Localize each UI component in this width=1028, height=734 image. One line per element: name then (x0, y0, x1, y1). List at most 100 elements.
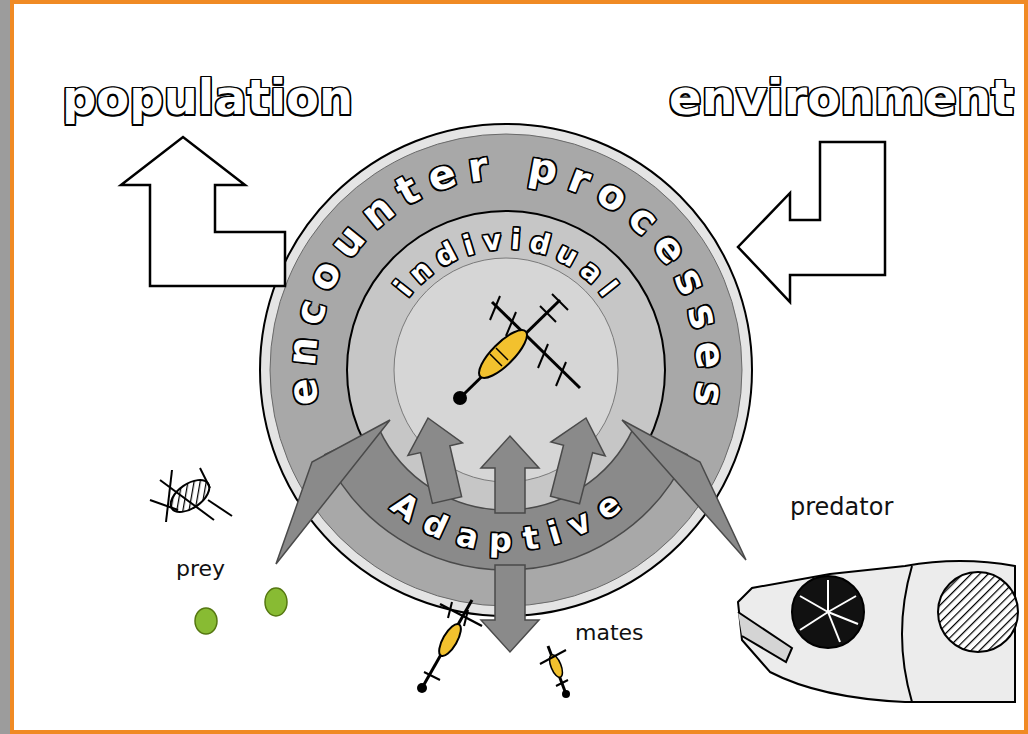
antenna-tick (448, 602, 452, 618)
curved-letter: c (622, 196, 666, 242)
mate-copepod (540, 646, 570, 698)
curved-letter: v (481, 226, 502, 256)
curved-letter: r (563, 156, 596, 200)
prey-leg (208, 500, 232, 516)
curved-letter: p (489, 524, 513, 557)
curved-letter: d (430, 238, 461, 272)
curved-letter: d (526, 228, 553, 260)
curved-letter: a (575, 255, 608, 289)
curved-letter: a (453, 518, 481, 554)
environment-arrow (738, 142, 885, 302)
mate-antenna (440, 604, 482, 626)
copepod-dot (562, 690, 570, 698)
prey-body (165, 474, 215, 519)
fish-jaw (738, 612, 792, 662)
curved-letter: e (646, 225, 694, 271)
curved-letter: A (386, 487, 425, 527)
antenna-tick (506, 312, 516, 336)
node-outline (346, 210, 666, 530)
eye-spoke (828, 612, 858, 624)
curved-letter: d (419, 506, 453, 545)
population-label: population (62, 70, 353, 125)
predator-label: predator (790, 494, 893, 522)
copepod-dot (417, 683, 427, 693)
curved-letter: n (281, 335, 324, 367)
prey-cell (195, 608, 217, 634)
adaptive-arrow (481, 436, 539, 513)
curved-letter: t (390, 168, 426, 212)
curved-letter: n (353, 186, 400, 235)
antenna-tick (538, 344, 548, 368)
individual-copepod (453, 294, 580, 405)
curved-letter: u (552, 238, 583, 272)
antenna-tick (464, 610, 468, 626)
adaptive-arrow (550, 418, 605, 504)
prey-leg (160, 480, 214, 520)
antenna-tick (490, 296, 500, 320)
adaptive-arrow (622, 420, 746, 560)
prey-copepod (150, 468, 232, 522)
curved-letter: u (323, 217, 372, 264)
encounter-ring: encounter processesindividualAdaptive (258, 122, 754, 618)
curved-letter: i (460, 231, 477, 261)
tail-tick (540, 306, 556, 322)
adaptive-arrow (276, 420, 390, 564)
curved-letter: l (594, 277, 622, 302)
curved-letter: r (465, 146, 490, 188)
body-stripe (496, 348, 508, 360)
curved-letter: i (545, 516, 565, 550)
curved-letter: s (681, 299, 726, 332)
individual-core (394, 258, 618, 482)
individual-outline (347, 211, 665, 529)
adaptive-arrow (408, 418, 463, 503)
eye-spoke (800, 612, 828, 630)
copepod-tail (462, 300, 560, 396)
antenna-tick (556, 362, 566, 386)
mates-label: mates (575, 620, 644, 645)
prey-cell (265, 588, 287, 616)
mate-antenna (540, 650, 566, 664)
eye-spoke (800, 596, 828, 612)
adaptive-band: Adaptive (325, 425, 687, 570)
adaptive-arrows (276, 418, 746, 652)
tail-tick (424, 672, 440, 680)
prey-leg (200, 468, 210, 488)
copepod-dot (453, 391, 467, 405)
frame-strip (0, 0, 12, 734)
curved-letter: c (287, 295, 332, 329)
curved-letter (501, 145, 515, 185)
curved-letter: i (510, 226, 522, 255)
curved-letter: e (689, 340, 731, 370)
curved-letter: e (281, 377, 324, 408)
mate-body (435, 621, 465, 659)
mate-body (547, 653, 565, 679)
curved-letter: e (423, 152, 461, 198)
fish-head (738, 561, 1015, 702)
curved-letter: v (563, 504, 596, 542)
encounter-band (270, 134, 742, 606)
prey-label: prey (176, 556, 225, 581)
mate-tail (548, 646, 566, 694)
prey-leg (166, 470, 172, 522)
curved-letter: s (668, 262, 714, 301)
curved-letter: t (521, 521, 541, 555)
curved-letter: o (591, 171, 635, 219)
fish-gill-line (902, 566, 912, 702)
curved-letter: i (390, 277, 418, 302)
prey-leg (150, 500, 178, 510)
individual-circle: individual (346, 210, 666, 530)
mate-copepod (417, 600, 482, 693)
fish-eye (792, 576, 864, 648)
copepod-body (473, 324, 534, 385)
adaptive-band-shape (325, 429, 688, 570)
eye-spoke (827, 580, 829, 612)
predator-fish (738, 561, 1018, 702)
curved-letter: e (589, 487, 626, 526)
curved-letter: o (300, 254, 348, 297)
adaptive-arrow (481, 565, 539, 652)
tail-tick (552, 294, 568, 310)
population-arrow (121, 137, 285, 286)
body-stripe (490, 354, 502, 366)
environment-label: environment (669, 70, 1014, 125)
